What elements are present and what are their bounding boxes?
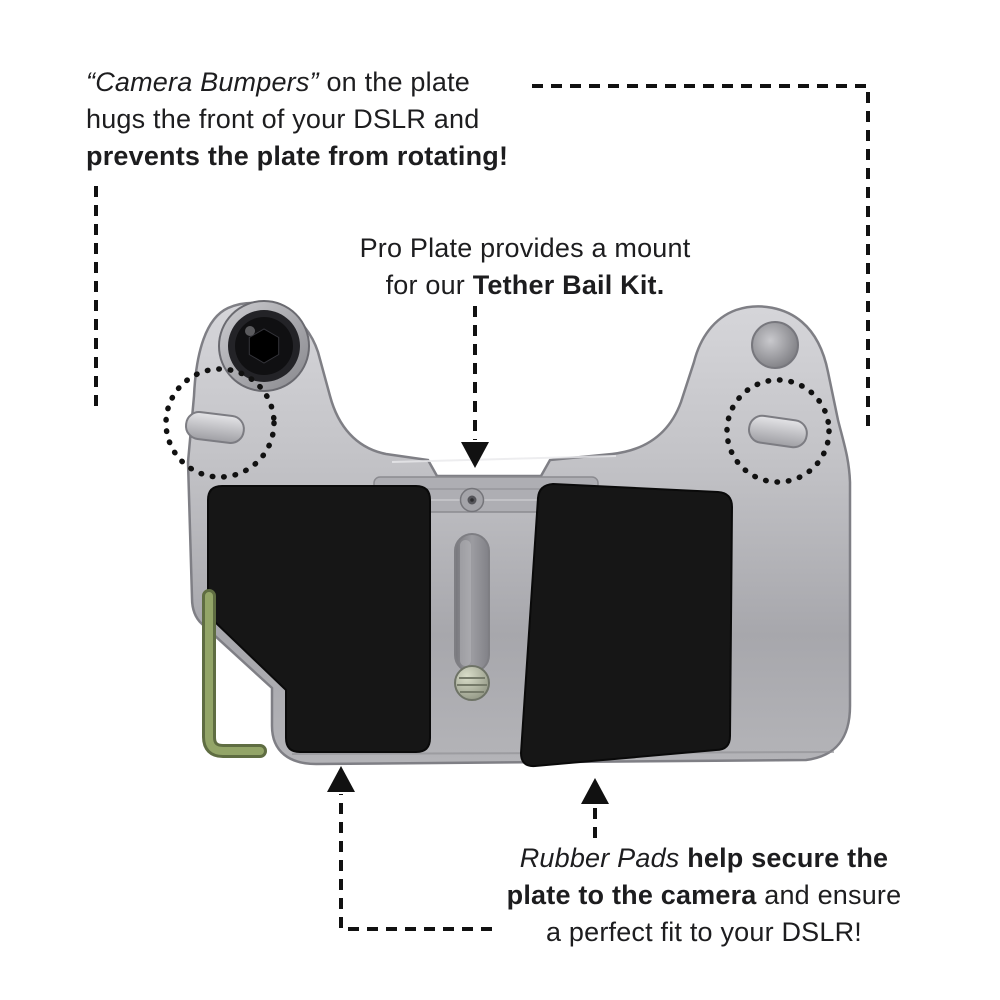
- camera-screw-icon: [454, 665, 490, 701]
- annotation-line: Pro Plate provides a mount: [359, 233, 691, 263]
- mounting-slot: [454, 533, 490, 701]
- annotation-line: Rubber Pads help secure the: [519, 843, 889, 873]
- dashed-circle-left-bumper: [163, 366, 277, 480]
- strap-hole: [751, 321, 799, 369]
- arrow-up-right-pad-icon: [581, 778, 609, 804]
- annotation-line: a perfect fit to your DSLR!: [545, 917, 863, 947]
- term-rubber-pads: Rubber Pads: [519, 843, 680, 873]
- connector-pad-left: [339, 794, 492, 931]
- annotation-line-bold: prevents the plate from rotating!: [86, 141, 509, 171]
- camera-bumper-right: [748, 414, 808, 449]
- term-tether-bail-kit: Tether Bail Kit.: [472, 270, 665, 300]
- hex-bolt-icon: [218, 300, 310, 392]
- annotation-line: for our Tether Bail Kit.: [385, 270, 665, 300]
- annotation-tether-mount: Pro Plate provides a mount for our Tethe…: [330, 230, 720, 304]
- annotation-rubber-pads: Rubber Pads help secure the plate to the…: [496, 840, 912, 951]
- arrow-up-left-pad-icon: [327, 766, 355, 792]
- annotation-line: hugs the front of your DSLR and: [86, 104, 480, 134]
- rubber-pad-left: [207, 485, 431, 753]
- camera-bumper-left: [184, 411, 245, 444]
- bail-wire: [202, 589, 267, 758]
- dashed-circle-right-bumper: [724, 377, 832, 485]
- term-camera-bumpers: “Camera Bumpers”: [86, 67, 319, 97]
- annotation-line: “Camera Bumpers” on the plate: [86, 67, 470, 97]
- rubber-pad-right: [519, 482, 734, 768]
- annotation-line: plate to the camera and ensure: [506, 880, 902, 910]
- annotation-camera-bumpers: “Camera Bumpers” on the plate hugs the f…: [86, 64, 556, 175]
- arrow-down-icon: [461, 442, 489, 468]
